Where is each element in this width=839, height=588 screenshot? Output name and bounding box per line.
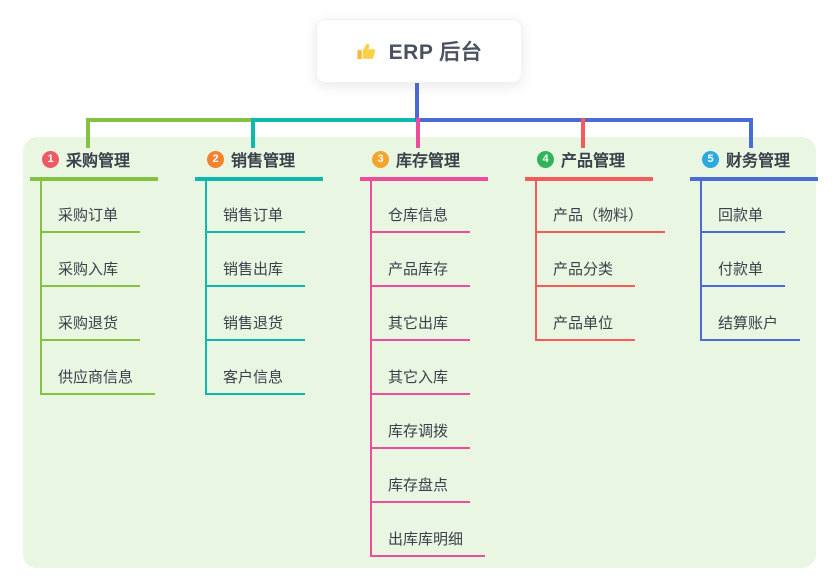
child-node[interactable]: 客户信息 [205, 368, 306, 395]
child-node[interactable]: 产品单位 [535, 314, 636, 341]
child-node[interactable]: 销售订单 [205, 206, 306, 233]
drop-line-sales [251, 118, 255, 148]
child-node[interactable]: 产品（物料） [535, 206, 666, 233]
branch-finance: 5 财务管理 回款单 付款单 结算账户 [690, 0, 839, 588]
child-node[interactable]: 库存盘点 [370, 476, 471, 503]
branch-node-sales[interactable]: 2 销售管理 [195, 147, 323, 181]
child-node[interactable]: 付款单 [700, 260, 786, 287]
child-node[interactable]: 采购订单 [40, 206, 141, 233]
branch-number-badge: 4 [537, 150, 554, 168]
child-node[interactable]: 产品库存 [370, 260, 471, 287]
drop-line-finance [749, 118, 753, 148]
drop-line-product [581, 118, 585, 148]
branch-label: 采购管理 [66, 153, 131, 170]
branches-panel [23, 137, 816, 568]
child-node[interactable]: 回款单 [700, 206, 786, 233]
child-node[interactable]: 销售退货 [205, 314, 306, 341]
branch-number-badge: 3 [372, 150, 389, 168]
branch-number-badge: 1 [42, 150, 59, 168]
root-node[interactable]: ERP 后台 [316, 19, 522, 83]
drop-line-inventory [416, 118, 420, 148]
branch-label: 财务管理 [726, 153, 791, 170]
branch-children-connector [370, 177, 372, 557]
child-node[interactable]: 结算账户 [700, 314, 801, 341]
branch-children-connector [700, 177, 702, 341]
branch-node-product[interactable]: 4 产品管理 [525, 147, 653, 181]
child-node[interactable]: 采购退货 [40, 314, 141, 341]
branch-number-badge: 5 [702, 150, 719, 168]
root-connector-line [415, 83, 419, 120]
branch-number-badge: 2 [207, 150, 224, 168]
child-node[interactable]: 产品分类 [535, 260, 636, 287]
child-node[interactable]: 采购入库 [40, 260, 141, 287]
branch-node-finance[interactable]: 5 财务管理 [690, 147, 818, 181]
child-node[interactable]: 仓库信息 [370, 206, 471, 233]
thumbs-up-icon [356, 40, 379, 63]
bus-segment-purchase [86, 118, 253, 122]
child-node[interactable]: 销售出库 [205, 260, 306, 287]
branch-node-purchase[interactable]: 1 采购管理 [30, 147, 158, 181]
branch-label: 销售管理 [231, 153, 296, 170]
branch-label: 库存管理 [396, 153, 461, 170]
branch-inventory: 3 库存管理 仓库信息 产品库存 其它出库 其它入库 库存调拨 库存盘点 出库库… [360, 0, 520, 588]
child-node[interactable]: 出库库明细 [370, 530, 486, 557]
branch-node-inventory[interactable]: 3 库存管理 [360, 147, 488, 181]
branch-sales: 2 销售管理 销售订单 销售出库 销售退货 客户信息 [195, 0, 355, 588]
branch-children-connector [535, 177, 537, 341]
branch-purchase: 1 采购管理 采购订单 采购入库 采购退货 供应商信息 [30, 0, 190, 588]
bus-segment-sales [251, 118, 419, 122]
branch-label: 产品管理 [561, 153, 626, 170]
child-node[interactable]: 供应商信息 [40, 368, 156, 395]
child-node[interactable]: 其它入库 [370, 368, 471, 395]
root-label: ERP 后台 [388, 41, 483, 64]
child-node[interactable]: 其它出库 [370, 314, 471, 341]
drop-line-purchase [86, 118, 90, 148]
child-node[interactable]: 库存调拨 [370, 422, 471, 449]
branch-product: 4 产品管理 产品（物料） 产品分类 产品单位 [525, 0, 685, 588]
